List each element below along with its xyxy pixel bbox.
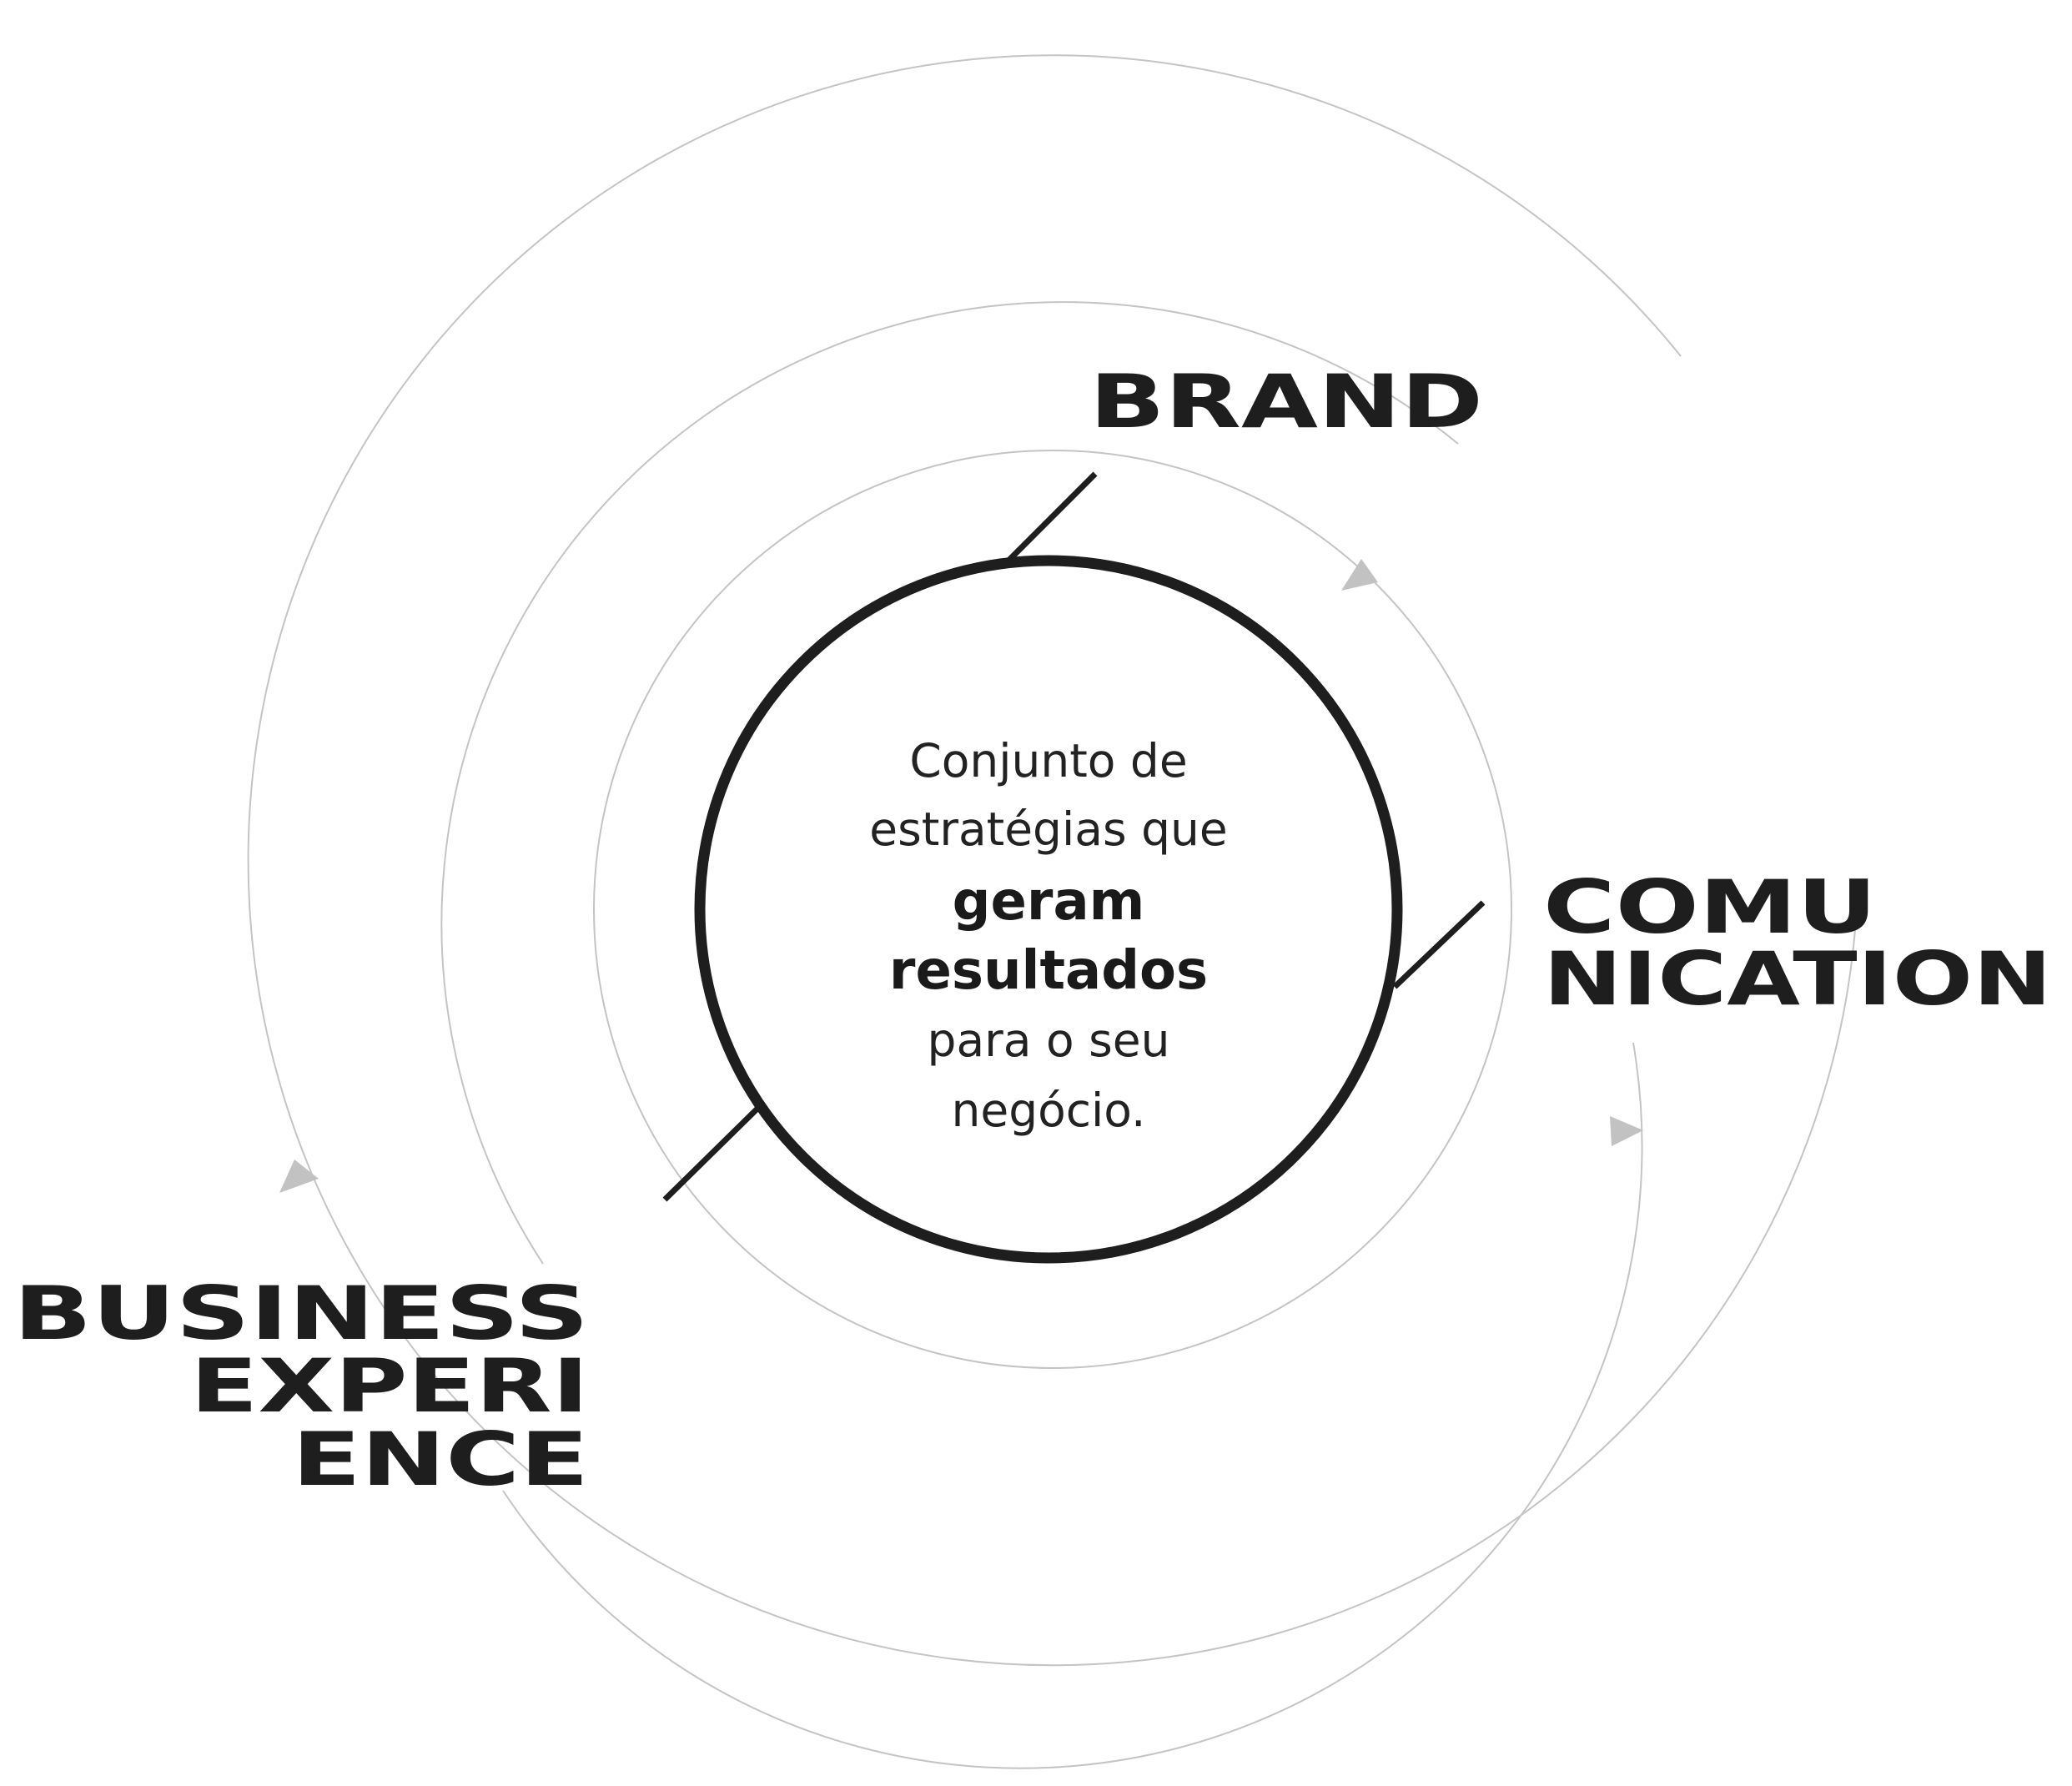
label-business-line-2: EXPERI — [190, 1343, 589, 1429]
center-text-line-6: negócio. — [952, 1084, 1146, 1137]
label-business-line-3: ENCE — [292, 1416, 589, 1502]
arrow-brand-icon — [1341, 559, 1378, 591]
connector-communication — [1392, 900, 1486, 989]
arrow-communication-icon — [1610, 1116, 1643, 1146]
center-text-line-1: Conjunto de — [909, 734, 1187, 787]
core-circle — [694, 555, 1403, 1264]
inner-orbit — [593, 450, 1512, 1369]
connector-business — [662, 1103, 763, 1202]
center-text-line-3: geram — [953, 871, 1145, 933]
label-communication-line-2: NICATION — [1543, 936, 2052, 1022]
label-communication-line-1: COMU — [1543, 864, 1877, 950]
label-business-line-1: BUSINESS — [13, 1270, 589, 1356]
connector-brand — [1001, 471, 1098, 568]
center-text-line-2: estratégias que — [869, 802, 1227, 856]
arrow-business-icon — [279, 1160, 319, 1193]
center-text-line-5: para o seu — [928, 1014, 1170, 1067]
label-brand: BRAND — [1089, 359, 1483, 445]
center-text-line-4: resultados — [889, 940, 1208, 1002]
middle-orbit-arc-top — [440, 301, 1459, 1265]
middle-orbit-arc-right — [502, 1042, 1643, 1769]
outer-orbit — [247, 54, 1857, 1667]
